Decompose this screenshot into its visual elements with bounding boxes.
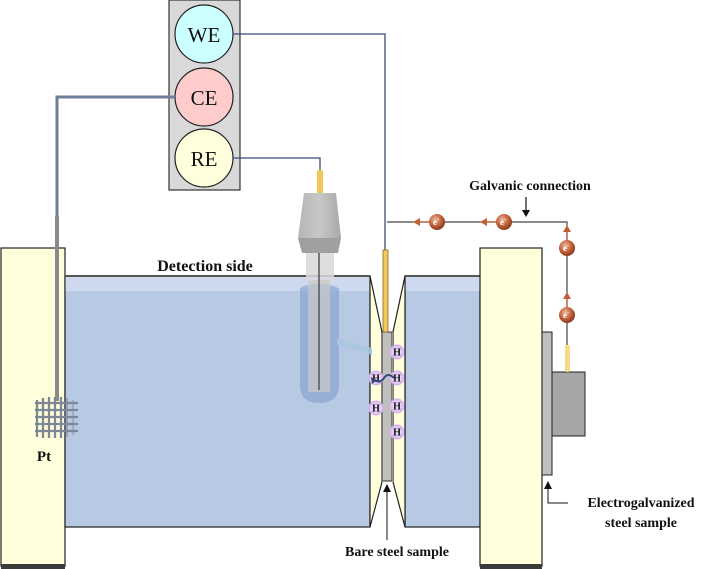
electron-flow-arrow: [480, 218, 487, 226]
hydrogen-atom: H: [389, 424, 405, 440]
solution-surface: [65, 277, 370, 291]
svg-text:H: H: [372, 374, 380, 385]
charging-cell: [404, 275, 481, 528]
re-label: RE: [191, 147, 218, 171]
pt-counter-electrode: [35, 216, 78, 438]
detection-side-label: Detection side: [157, 258, 253, 275]
svg-text:e-: e-: [563, 243, 569, 253]
electron-flow-arrow: [413, 218, 420, 226]
right-clamp-base: [480, 564, 542, 569]
we-wire: [233, 33, 386, 250]
hydrogen-atoms: H H H H H H: [368, 344, 405, 440]
galvanic-connection-label: Galvanic connection: [469, 179, 591, 194]
electrogalvanized-label-line1: Electrogalvanized: [587, 496, 694, 511]
svg-text:H: H: [393, 402, 401, 413]
eg-pointer-head: [544, 481, 552, 489]
re-cap-lower: [298, 238, 341, 253]
electron-flow-arrow: [563, 225, 571, 232]
hydrogen-atom: H: [389, 398, 405, 414]
ce-label: CE: [191, 86, 218, 110]
hydrogen-atom: H: [389, 344, 405, 360]
charging-solution: [404, 275, 481, 528]
hydrogen-atom: H: [368, 370, 384, 386]
bare-steel-pointer-head: [383, 484, 391, 492]
pt-label: Pt: [37, 449, 51, 465]
electron: e-: [559, 225, 575, 256]
wires: [55, 33, 386, 250]
diffusion-arrow-head: [371, 377, 377, 384]
pt-mesh: [35, 397, 78, 438]
hydrogen-atom: H: [368, 400, 384, 416]
reference-electrode: [298, 170, 372, 403]
terminal-ce[interactable]: CE: [174, 67, 234, 127]
re-cap: [298, 193, 341, 238]
re-gold-tip: [317, 170, 323, 194]
right-clamp: [479, 247, 543, 567]
luggin-tip: [337, 338, 372, 355]
galvanic-arrow-head: [522, 210, 530, 217]
hydrogen-atom: H: [389, 370, 405, 386]
electron: e-: [413, 214, 445, 230]
we-label: WE: [188, 23, 221, 47]
eg-pointer: [547, 482, 568, 504]
electron: e-: [480, 214, 512, 230]
electron-flow-arrow: [563, 292, 571, 299]
svg-text:H: H: [393, 374, 401, 385]
terminal-we[interactable]: WE: [174, 4, 234, 64]
diffusion-arrow: [373, 374, 395, 383]
ce-wire: [55, 95, 175, 218]
electrogalvanized-sample: [541, 331, 553, 476]
svg-text:H: H: [393, 428, 401, 439]
re-stem: [306, 253, 334, 283]
electrons: e-e-e-e-: [413, 214, 575, 323]
electrogalvanized-label-line2: steel sample: [605, 516, 677, 531]
electron: e-: [559, 292, 575, 323]
left-clamp-base: [1, 564, 65, 569]
pt-rod: [55, 216, 59, 401]
potentiostat: WE CE RE: [168, 0, 241, 191]
svg-text:H: H: [393, 348, 401, 359]
svg-text:H: H: [372, 404, 380, 415]
terminal-re[interactable]: RE: [174, 128, 234, 188]
we-gold-lead: [382, 249, 389, 333]
eg-gold-lead: [565, 345, 570, 372]
bare-steel-label: Bare steel sample: [345, 545, 449, 560]
charging-solution-surface: [405, 277, 480, 291]
sample-holder-block: [551, 371, 586, 437]
re-wire: [233, 157, 321, 172]
svg-text:e-: e-: [433, 217, 439, 227]
svg-text:e-: e-: [563, 310, 569, 320]
svg-text:e-: e-: [500, 217, 506, 227]
